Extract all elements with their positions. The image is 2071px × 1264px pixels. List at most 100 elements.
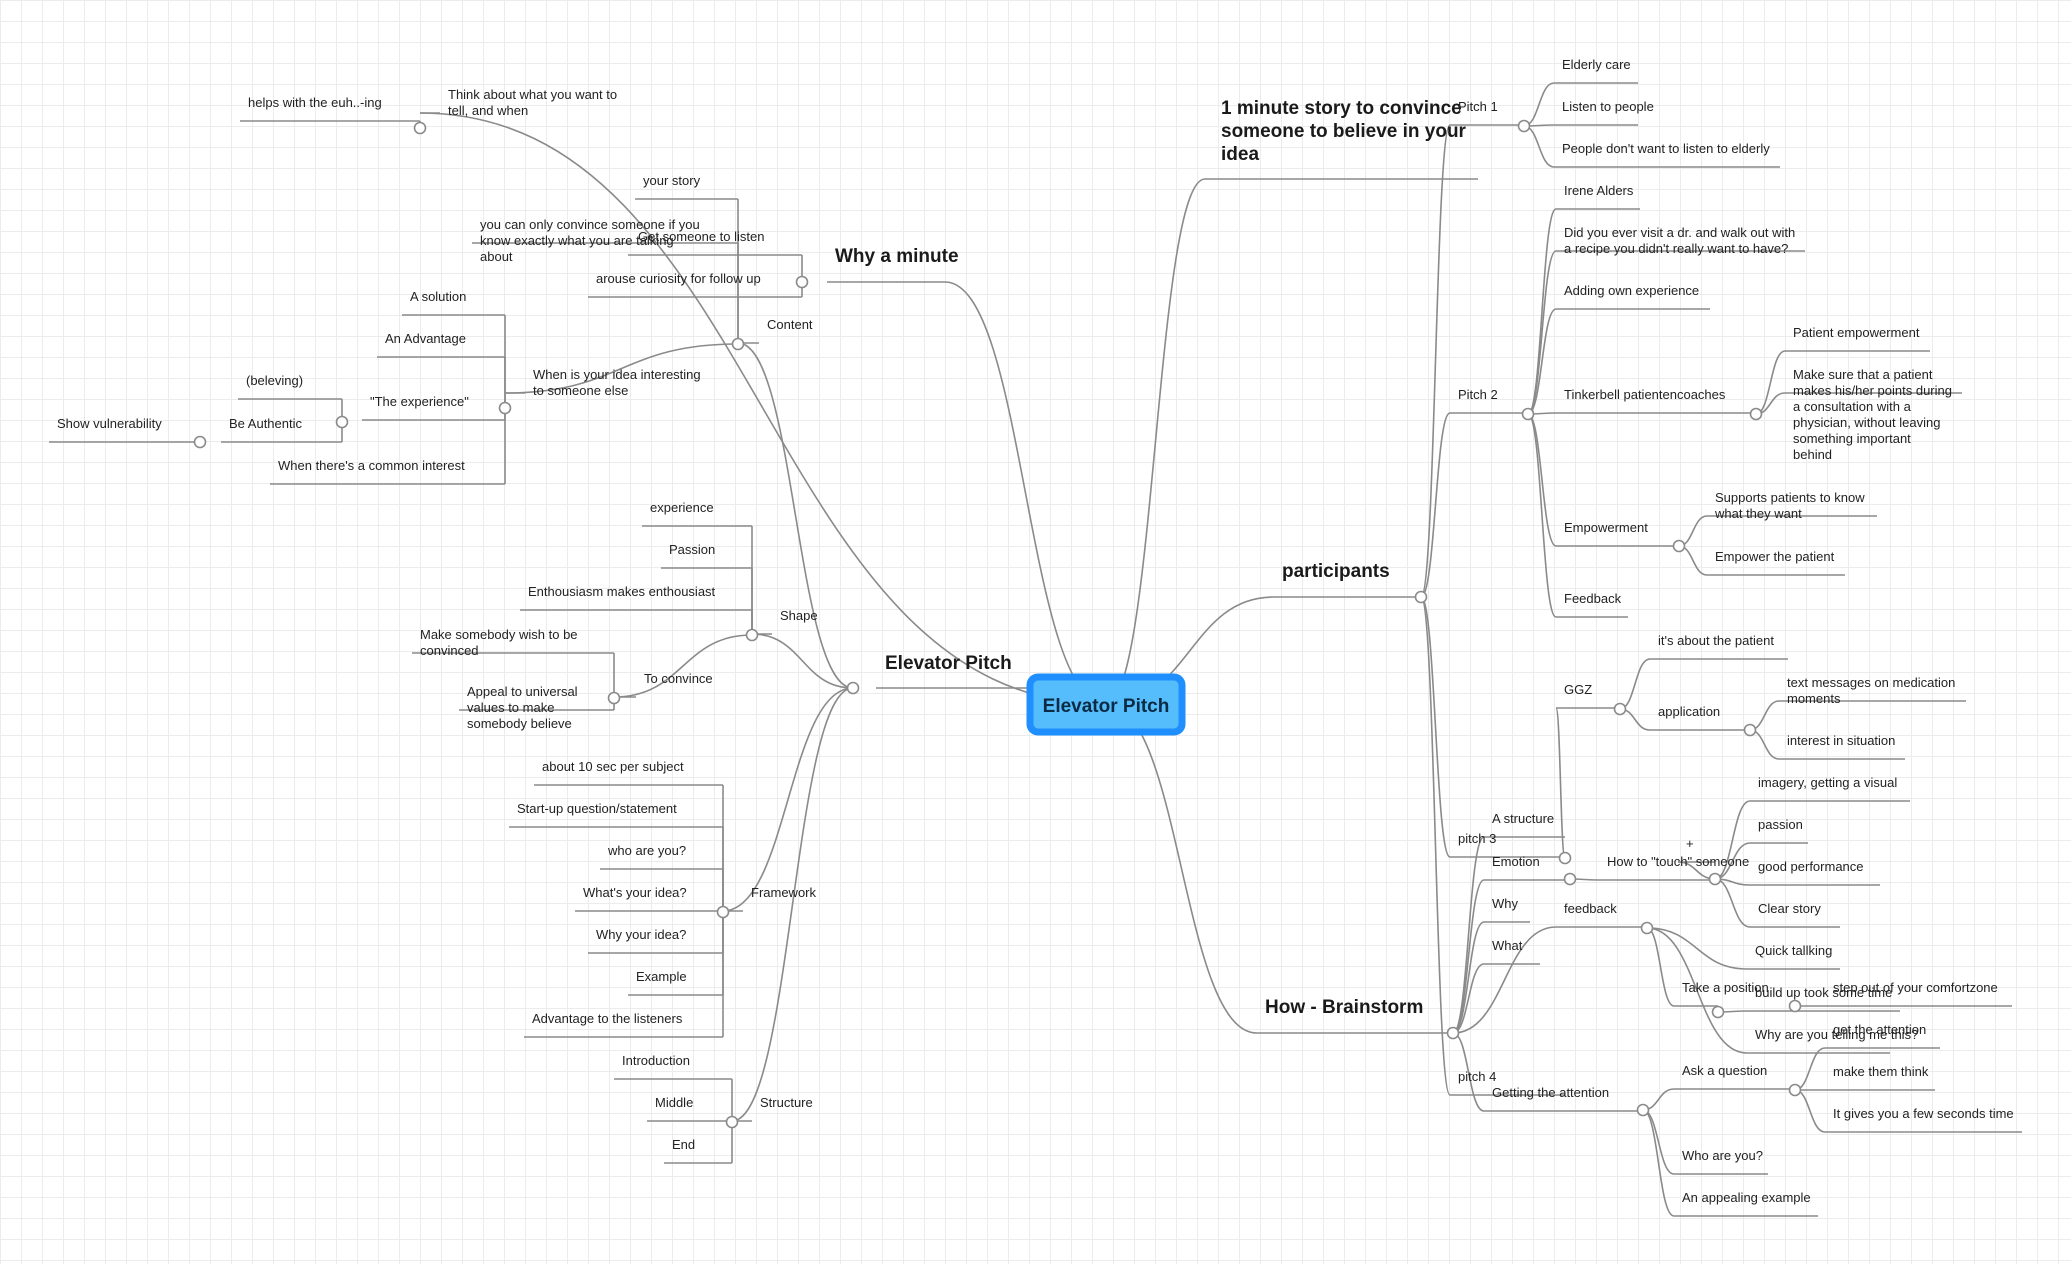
node-label-n_howtouch[interactable]: How to "touch" someone xyxy=(1607,854,1749,869)
collapse-toggle-n_app[interactable] xyxy=(1743,723,1757,737)
collapse-toggle-n_toconv[interactable] xyxy=(607,691,621,705)
node-label-n_feedback2[interactable]: feedback xyxy=(1564,901,1617,916)
node-label-n_ep[interactable]: Elevator Pitch xyxy=(885,653,1012,674)
node-label-n_plus[interactable]: + xyxy=(1686,836,1694,851)
node-label-n_euh[interactable]: helps with the euh..-ing xyxy=(248,95,382,110)
node-label-n_advantage[interactable]: An Advantage xyxy=(385,331,466,346)
node-label-n_10sec[interactable]: about 10 sec per subject xyxy=(542,759,684,774)
node-label-n_toconv[interactable]: To convince xyxy=(644,671,713,686)
node-label-n_content[interactable]: Content xyxy=(767,317,813,332)
collapse-toggle-n_experience[interactable] xyxy=(335,415,349,429)
node-label-n_frame[interactable]: Framework xyxy=(751,885,817,900)
collapse-toggle-n_content[interactable] xyxy=(731,337,745,351)
node-label-n_adding[interactable]: Adding own experience xyxy=(1564,283,1699,298)
collapse-toggle-n_why[interactable] xyxy=(795,275,809,289)
collapse-toggle-n_emotion[interactable] xyxy=(1563,872,1577,886)
collapse-toggle-n_takepos[interactable] xyxy=(1711,1005,1725,1019)
node-label-n_listen[interactable]: Listen to people xyxy=(1562,99,1654,114)
node-label-n_end[interactable]: End xyxy=(672,1137,695,1152)
node-label-n_pitch2[interactable]: Pitch 2 xyxy=(1458,387,1498,402)
collapse-toggle-n_feedback2[interactable] xyxy=(1640,921,1654,935)
node-label-n_buildup[interactable]: build up took some time xyxy=(1755,985,1892,1000)
node-label-n_pitch1[interactable]: Pitch 1 xyxy=(1458,99,1498,114)
node-label-n_gives[interactable]: It gives you a few seconds time xyxy=(1833,1106,2014,1121)
node-label-n_why[interactable]: Why a minute xyxy=(835,246,959,267)
collapse-toggle-n_empower[interactable] xyxy=(1672,539,1686,553)
node-label-n_whoareyou[interactable]: Who are you? xyxy=(1682,1148,1763,1163)
collapse-toggle-n_authentic[interactable] xyxy=(193,435,207,449)
root-node-box[interactable] xyxy=(1026,673,1186,736)
collapse-toggle-n_interest[interactable] xyxy=(498,401,512,415)
node-label-n_passion[interactable]: Passion xyxy=(669,542,715,557)
node-label-n_intro[interactable]: Introduction xyxy=(622,1053,690,1068)
node-label-n_whyidea[interactable]: Why your idea? xyxy=(596,927,686,942)
collapse-toggle-n_getattn[interactable] xyxy=(1636,1103,1650,1117)
node-label-n_tinker[interactable]: Tinkerbell patientencoaches xyxy=(1564,387,1726,402)
root-node-label[interactable]: Elevator Pitch xyxy=(1043,696,1170,717)
node-label-n_whoyou[interactable]: who are you? xyxy=(607,843,686,858)
collapse-toggle-n_part[interactable] xyxy=(1414,590,1428,604)
node-label-n_aboutpat[interactable]: it's about the patient xyxy=(1658,633,1774,648)
node-label-n_what2[interactable]: What xyxy=(1492,938,1523,953)
node-label-n_authentic[interactable]: Be Authentic xyxy=(229,416,302,431)
node-label-n_arouse[interactable]: arouse curiosity for follow up xyxy=(596,271,761,286)
node-label-n_elderly[interactable]: Elderly care xyxy=(1562,57,1631,72)
node-label-n_whytell[interactable]: Why are you telling me this? xyxy=(1755,1027,1918,1042)
collapse-toggle-n_tinker[interactable] xyxy=(1749,407,1763,421)
node-label-n_ggz[interactable]: GGZ xyxy=(1564,682,1592,697)
root-node[interactable]: Elevator Pitch xyxy=(1026,673,1186,736)
collapse-toggle-n_pitch1[interactable] xyxy=(1517,119,1531,133)
node-label-n_advlist[interactable]: Advantage to the listeners xyxy=(532,1011,683,1026)
node-label-n_shape[interactable]: Shape xyxy=(780,608,818,623)
node-label-n_didyou[interactable]: Did you ever visit a dr. and walk out wi… xyxy=(1564,225,1795,256)
collapse-toggle-n_shape[interactable] xyxy=(745,628,759,642)
node-label-n_vulner[interactable]: Show vulnerability xyxy=(57,416,162,431)
node-label-n_getlisten[interactable]: Get someone to listen xyxy=(638,229,764,244)
node-label-n_emotion[interactable]: Emotion xyxy=(1492,854,1540,869)
collapse-toggle-n_ggz[interactable] xyxy=(1613,702,1627,716)
node-label-n_askq[interactable]: Ask a question xyxy=(1682,1063,1767,1078)
node-label-n_enthus[interactable]: Enthousiasm makes enthousiast xyxy=(528,584,716,599)
node-label-n_pitch4[interactable]: pitch 4 xyxy=(1458,1069,1496,1084)
node-label-n_empower[interactable]: Empowerment xyxy=(1564,520,1648,535)
node-label-n_clear[interactable]: Clear story xyxy=(1758,901,1821,916)
node-label-n_stepout[interactable]: step out of your comfortzone xyxy=(1833,980,1998,995)
node-label-n_astruct[interactable]: A structure xyxy=(1492,811,1554,826)
node-label-n_experience[interactable]: "The experience" xyxy=(370,394,469,409)
node-label-n_solution[interactable]: A solution xyxy=(410,289,466,304)
node-label-n_how[interactable]: How - Brainstorm xyxy=(1265,997,1423,1018)
node-label-n_takepos[interactable]: Take a position xyxy=(1682,980,1769,995)
node-label-n_common[interactable]: When there's a common interest xyxy=(278,458,465,473)
node-label-n_app[interactable]: application xyxy=(1658,704,1720,719)
collapse-toggle-n_ep[interactable] xyxy=(846,681,860,695)
node-label-n_sexp[interactable]: experience xyxy=(650,500,714,515)
node-label-n_irene[interactable]: Irene Alders xyxy=(1564,183,1634,198)
collapse-toggle-n_buildup[interactable] xyxy=(1788,999,1802,1013)
node-label-n_patemp[interactable]: Patient empowerment xyxy=(1793,325,1920,340)
node-label-n_feedback1[interactable]: Feedback xyxy=(1564,591,1622,606)
node-label-n_middle[interactable]: Middle xyxy=(655,1095,693,1110)
node-label-n_whatidea[interactable]: What's your idea? xyxy=(583,885,687,900)
node-label-n_quick[interactable]: Quick tallking xyxy=(1755,943,1832,958)
collapse-toggle-n_how[interactable] xyxy=(1446,1026,1460,1040)
node-label-n_example[interactable]: Example xyxy=(636,969,687,984)
node-label-n_story[interactable]: your story xyxy=(643,173,701,188)
collapse-toggle-n_askq[interactable] xyxy=(1788,1083,1802,1097)
node-label-n_intsit[interactable]: interest in situation xyxy=(1787,733,1895,748)
node-label-n_beleving[interactable]: (beleving) xyxy=(246,373,303,388)
node-label-n_empowerpat[interactable]: Empower the patient xyxy=(1715,549,1835,564)
node-label-n_appealex[interactable]: An appealing example xyxy=(1682,1190,1811,1205)
node-label-n_startup[interactable]: Start-up question/statement xyxy=(517,801,677,816)
node-label-n_pitch3[interactable]: pitch 3 xyxy=(1458,831,1496,846)
node-label-n_makethink[interactable]: make them think xyxy=(1833,1064,1929,1079)
